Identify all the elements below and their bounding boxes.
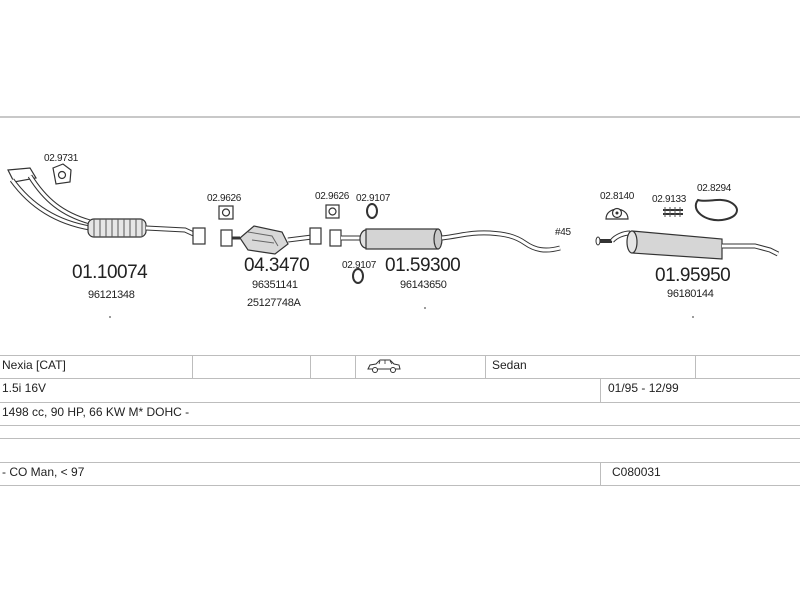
gasket-3-part[interactable] — [325, 204, 340, 219]
ring-1-number: 02.9107 — [356, 193, 391, 204]
emission-notes: - CO Man, < 97 — [2, 465, 85, 479]
middle-silencer-number: 01.59300 — [385, 255, 460, 276]
front-pipe-number: 01.10074 — [72, 262, 148, 283]
table-divider — [600, 378, 601, 402]
table-line — [0, 462, 800, 463]
table-divider — [485, 355, 486, 378]
ring-1-part[interactable] — [366, 203, 378, 219]
production-years: 01/95 - 12/99 — [608, 381, 679, 395]
engine-specs: 1498 cc, 90 HP, 66 KW M* DOHC - — [2, 405, 190, 419]
catalyst-part[interactable] — [220, 225, 322, 255]
table-divider — [310, 355, 311, 378]
table-line — [0, 438, 800, 439]
marker-dot — [424, 307, 426, 309]
table-divider — [355, 355, 356, 378]
hanger-1-number: 02.8140 — [600, 191, 635, 202]
gasket-2-part[interactable] — [218, 205, 234, 220]
table-divider — [192, 355, 193, 378]
rear-silencer-number: 01.95950 — [655, 265, 730, 286]
catalyst-number: 04.3470 — [244, 255, 309, 276]
gasket-1-number: 02.9731 — [44, 153, 79, 164]
gasket-1-part[interactable] — [52, 163, 72, 185]
table-line — [0, 485, 800, 486]
body-type: Sedan — [492, 358, 527, 372]
ring-2-part[interactable] — [352, 268, 364, 284]
catalyst-oe-2: 25127748A — [247, 297, 302, 309]
hanger-1-part[interactable] — [605, 207, 629, 220]
table-line — [0, 355, 800, 356]
table-line — [0, 425, 800, 426]
gasket-2-number: 02.9626 — [207, 193, 242, 204]
marker-dot — [692, 316, 694, 318]
hanger-2-part[interactable] — [694, 198, 738, 222]
catalog-code: C080031 — [612, 465, 661, 479]
front-pipe-oe: 96121348 — [88, 289, 135, 301]
front-pipe-part[interactable] — [7, 167, 206, 245]
table-divider — [695, 355, 696, 378]
vehicle-model: Nexia [CAT] — [2, 358, 66, 372]
table-line — [0, 402, 800, 403]
gasket-3-number: 02.9626 — [315, 191, 350, 202]
rear-silencer-part[interactable] — [595, 230, 780, 260]
sedan-car-icon — [367, 359, 401, 373]
hanger-2-number: 02.8294 — [697, 183, 732, 194]
catalyst-oe-1: 96351141 — [252, 279, 298, 291]
engine-name: 1.5i 16V — [2, 381, 47, 395]
middle-silencer-oe: 96143650 — [400, 279, 447, 291]
clamp-number: 02.9133 — [652, 194, 687, 205]
table-line — [0, 378, 800, 379]
middle-silencer-part[interactable] — [329, 228, 561, 253]
table-divider — [600, 462, 601, 485]
marker-dot — [109, 316, 111, 318]
rear-silencer-oe: 96180144 — [667, 288, 714, 300]
ring-2-number: 02.9107 — [342, 260, 377, 271]
clamp-part[interactable] — [663, 207, 683, 217]
pipe-note-label: #45 — [555, 227, 572, 238]
